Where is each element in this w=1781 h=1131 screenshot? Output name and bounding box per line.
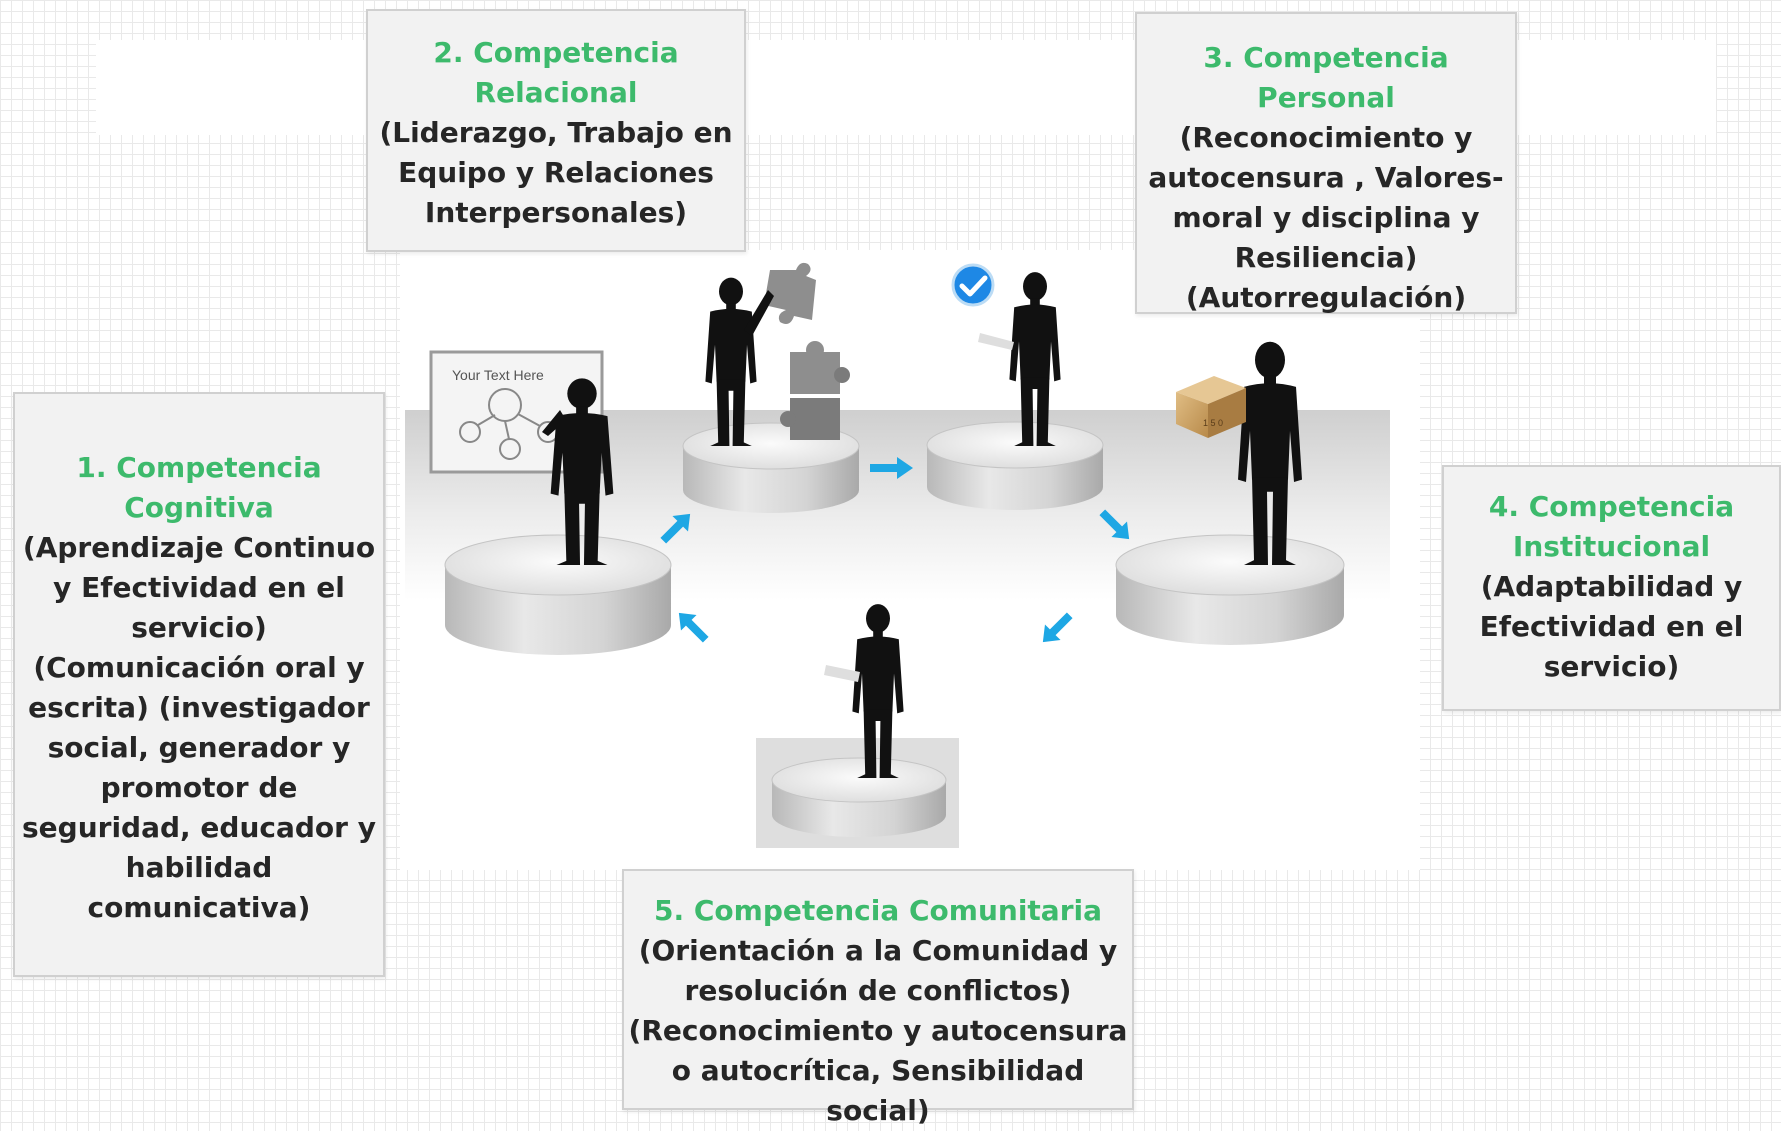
puzzle-pieces-icon bbox=[764, 262, 850, 440]
competencia-comunitaria-title: 5. Competencia Comunitaria bbox=[653, 894, 1102, 927]
competencia-institucional-text: (Adaptabilidad y Efectividad en el servi… bbox=[1479, 570, 1744, 683]
competencia-comunitaria-box: 5. Competencia Comunitaria (Orientación … bbox=[622, 869, 1134, 1127]
arrow-3-to-4 bbox=[1099, 509, 1130, 540]
arrow-5-to-1 bbox=[678, 612, 709, 643]
competencia-relacional-title: 2. Competencia Relacional bbox=[433, 36, 679, 109]
platform-5 bbox=[771, 757, 947, 837]
cardboard-box-icon: 1 5 0 bbox=[1176, 376, 1246, 438]
platform-4 bbox=[1115, 534, 1345, 645]
competencia-relacional-box: 2. Competencia Relacional (Liderazgo, Tr… bbox=[366, 9, 746, 252]
arrow-2-to-3 bbox=[870, 457, 913, 479]
person-1-presenting bbox=[542, 378, 614, 565]
person-2-puzzle bbox=[705, 277, 774, 446]
person-3-reading bbox=[978, 272, 1061, 446]
competencia-cognitiva-title: 1. Competencia Cognitiva bbox=[76, 451, 322, 524]
platform-1 bbox=[444, 534, 672, 655]
arrow-4-to-5 bbox=[1042, 612, 1073, 643]
competencia-cognitiva-text: (Aprendizaje Continuo y Efectividad en e… bbox=[22, 531, 376, 924]
competencia-comunitaria-text: (Orientación a la Comunidad y resolución… bbox=[628, 934, 1128, 1127]
platform-3 bbox=[926, 421, 1104, 510]
competencia-personal-text: (Reconocimiento y autocensura , Valores-… bbox=[1148, 121, 1504, 314]
checkmark-icon bbox=[951, 263, 995, 307]
competencia-relacional-text: (Liderazgo, Trabajo en Equipo y Relacion… bbox=[379, 116, 733, 229]
competencia-personal-title: 3. Competencia Personal bbox=[1203, 41, 1449, 114]
competencia-personal-box: 3. Competencia Personal (Reconocimiento … bbox=[1135, 12, 1517, 314]
box-label: 1 5 0 bbox=[1203, 418, 1223, 428]
arrow-1-to-2 bbox=[660, 513, 691, 544]
competencia-cognitiva-box: 1. Competencia Cognitiva (Aprendizaje Co… bbox=[13, 392, 385, 977]
board-text: Your Text Here bbox=[452, 367, 544, 383]
competencia-institucional-title: 4. Competencia Institucional bbox=[1488, 490, 1735, 563]
competencia-institucional-box: 4. Competencia Institucional (Adaptabili… bbox=[1442, 465, 1781, 711]
person-5-reading bbox=[824, 604, 904, 778]
